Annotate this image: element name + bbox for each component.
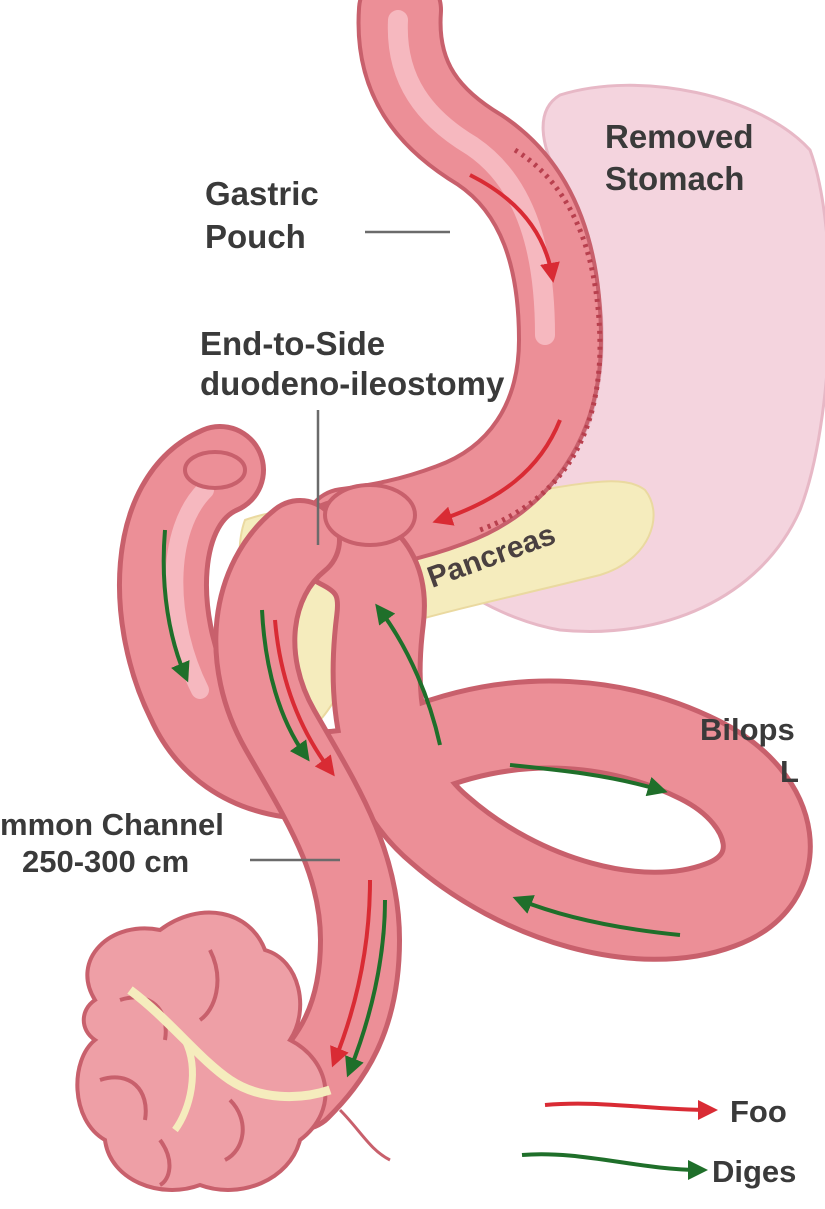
legend: Foo Diges [522,1094,796,1189]
biliopancreatic-label-2: L [780,754,799,789]
anastomosis-label-1: End-to-Side [200,325,385,362]
legend-food-arrow [545,1104,710,1110]
removed-stomach-label-2: Stomach [605,160,744,197]
legend-digestive-arrow [522,1154,700,1170]
common-channel-label-1: mmon Channel [0,807,224,842]
biliopancreatic-label-1: Bilops [700,712,795,747]
gastric-pouch-label-1: Gastric [205,175,319,212]
common-channel-label-2: 250-300 cm [22,844,189,879]
duodenal-stump [325,485,415,545]
gastric-pouch-label-2: Pouch [205,218,306,255]
anastomosis-label-2: duodeno-ileostomy [200,365,505,402]
removed-stomach-label-1: Removed [605,118,754,155]
legend-digestive-label: Diges [712,1154,796,1189]
legend-food-label: Foo [730,1094,787,1129]
